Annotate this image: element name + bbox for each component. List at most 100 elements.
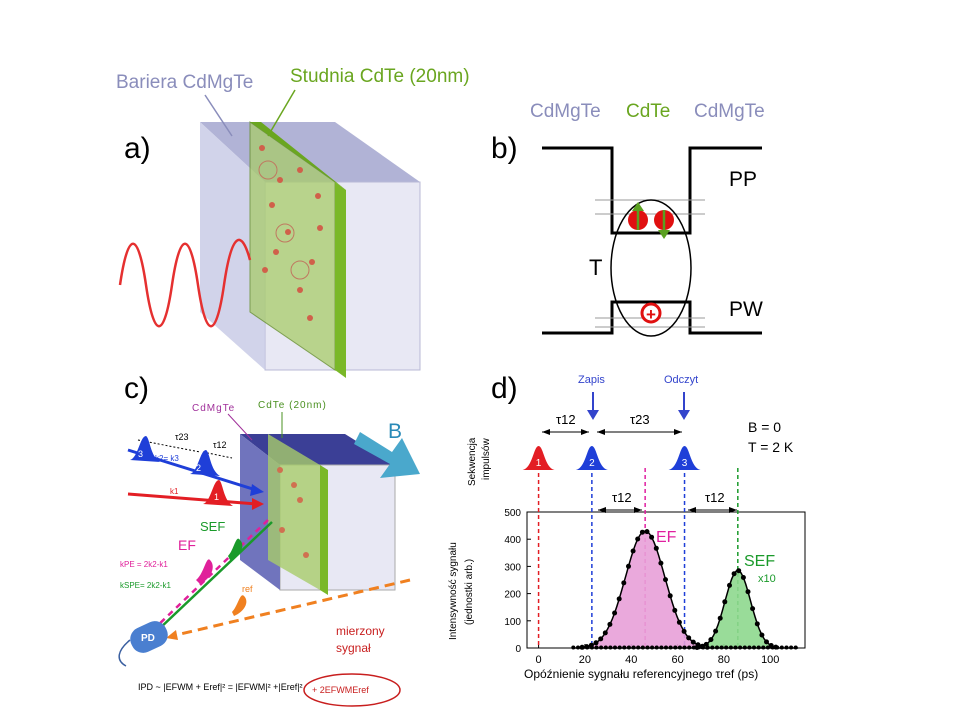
baseline-point xyxy=(626,645,631,650)
condition-t: T = 2 K xyxy=(748,439,794,455)
ef-label: EF xyxy=(178,537,196,553)
peak-area-ef xyxy=(582,531,709,648)
well-edge xyxy=(335,182,346,378)
layer-label-left: CdMgTe xyxy=(530,101,601,122)
baseline-point xyxy=(705,645,710,650)
data-point xyxy=(598,636,604,642)
hole-symbol: + xyxy=(646,305,656,324)
panel-d-label: d) xyxy=(491,372,518,405)
interference-term: + 2EFWMEref xyxy=(312,685,369,695)
ef-peak-label: EF xyxy=(656,529,677,546)
y-tick-label: 100 xyxy=(504,617,521,628)
pulse-1 xyxy=(203,480,233,506)
sef-pulse xyxy=(228,538,243,560)
sequence-pulse-number: 2 xyxy=(589,458,595,469)
k-eq-label: k2= k3 xyxy=(155,454,179,463)
pulse-3 xyxy=(130,436,160,462)
sef-label: SEF xyxy=(200,519,225,534)
ref-label: ref xyxy=(242,584,253,594)
tau12-top: τ12 xyxy=(556,412,576,427)
data-point xyxy=(667,593,673,599)
tau12-mid-right: τ12 xyxy=(705,490,725,505)
pulse-3-number: 3 xyxy=(138,449,143,459)
baseline-point xyxy=(742,645,747,650)
data-point xyxy=(717,615,723,621)
baseline-point xyxy=(691,645,696,650)
panel-c-label: c) xyxy=(124,372,149,405)
baseline-point xyxy=(664,645,668,650)
trion-label: T xyxy=(589,255,603,280)
data-point xyxy=(764,639,769,645)
data-point xyxy=(754,621,760,627)
data-point xyxy=(621,580,627,586)
sample-barrier-label: CdMgTe xyxy=(192,403,235,414)
tau12-mid-left: τ12 xyxy=(612,490,632,505)
data-point xyxy=(607,621,613,627)
y-tick-label: 500 xyxy=(504,508,521,519)
carrier-dots xyxy=(259,145,323,321)
condition-b: B = 0 xyxy=(748,419,781,435)
x-tick-label: 0 xyxy=(536,654,542,666)
data-point xyxy=(644,529,650,535)
data-point xyxy=(727,582,732,588)
data-point xyxy=(653,545,659,551)
sequence-axis-label-2: impulsów xyxy=(481,438,492,480)
baseline-point xyxy=(640,645,645,650)
b-field-label: B xyxy=(388,420,402,443)
data-point xyxy=(690,639,696,645)
ef-pulse xyxy=(196,559,213,584)
layer-label-right: CdMgTe xyxy=(694,101,765,122)
baseline-point xyxy=(738,645,743,650)
baseline-point xyxy=(589,645,594,650)
layer-label-center: CdTe xyxy=(626,101,671,122)
baseline-point xyxy=(645,645,650,650)
marker-read-label: Odczyt xyxy=(664,374,698,386)
electron-pair xyxy=(628,202,674,239)
baseline-point xyxy=(756,645,761,650)
peak-area-sef xyxy=(697,570,779,648)
x-tick-label: 40 xyxy=(625,654,637,666)
trion-ellipse xyxy=(610,199,692,337)
photodetector xyxy=(130,621,168,653)
sequence-pulse xyxy=(668,446,701,470)
data-point xyxy=(635,536,641,542)
sample-well-label: CdTe (20nm) xyxy=(258,400,327,411)
baseline-point xyxy=(779,645,784,650)
data-point xyxy=(663,577,668,583)
baseline-point xyxy=(594,645,599,650)
x-tick-label: 80 xyxy=(718,654,730,666)
data-point xyxy=(686,635,692,641)
baseline-point xyxy=(747,645,752,650)
sequence-axis-label-1: Sekwencja xyxy=(467,437,478,486)
data-point xyxy=(736,568,742,574)
marker-write-label: Zapis xyxy=(578,374,605,386)
measured-signal-label-1: mierzony xyxy=(336,624,385,638)
panel-a-label: a) xyxy=(124,132,151,165)
conduction-band xyxy=(542,146,762,235)
reference-beam xyxy=(171,578,411,638)
baseline-point xyxy=(789,645,794,650)
valence-band xyxy=(542,300,762,335)
y-axis-label-1: Intensywność sygnału xyxy=(448,542,459,640)
baseline-point xyxy=(608,645,613,650)
baseline-point xyxy=(682,645,687,650)
measured-signal-label-2: sygnał xyxy=(336,641,371,655)
baseline-point xyxy=(765,645,770,650)
data-point xyxy=(626,563,631,569)
data-point xyxy=(722,599,728,605)
pulse-1-number: 1 xyxy=(214,492,219,502)
baseline-point xyxy=(654,645,659,650)
well-label: Studnia CdTe (20nm) xyxy=(290,66,470,87)
well-label-leader xyxy=(267,89,296,137)
baseline-point xyxy=(687,645,692,650)
baseline-point xyxy=(622,645,627,650)
data-point xyxy=(602,630,608,636)
ref-pulse xyxy=(232,595,247,616)
beam-k1 xyxy=(127,492,257,506)
baseline-point xyxy=(617,645,622,650)
baseline-point xyxy=(571,645,576,650)
baseline-point xyxy=(585,645,590,650)
light-wave xyxy=(118,238,252,328)
